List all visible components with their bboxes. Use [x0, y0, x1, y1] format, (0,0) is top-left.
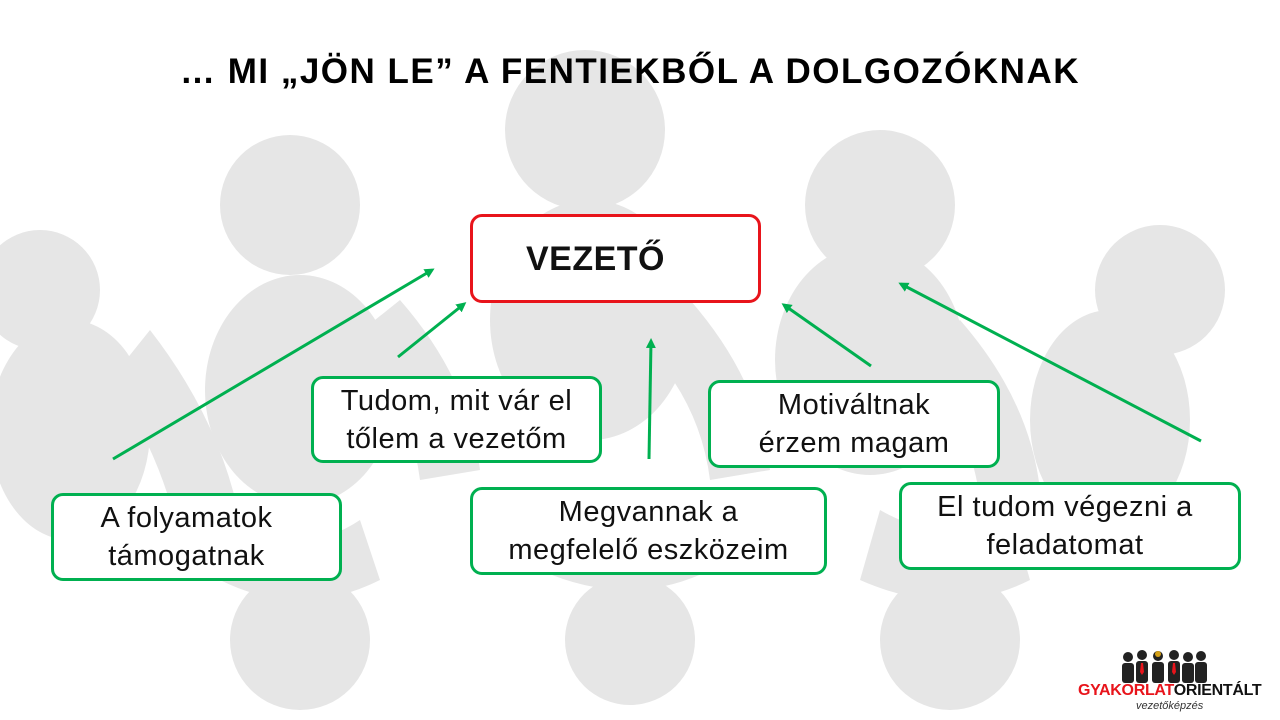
leader-box: VEZETŐ — [470, 214, 761, 303]
box-tools: Megvannak a megfelelő eszközeim — [470, 487, 827, 575]
box-processes-line2: támogatnak — [108, 540, 265, 572]
box-motivated-line1: Motiváltnak — [777, 389, 931, 421]
box-motivated-line2: érzem magam — [758, 427, 950, 459]
logo-brand-b: ORIENTÁLT — [1173, 682, 1262, 699]
people-group-icon — [1122, 650, 1207, 683]
box-tools-line1: Megvannak a — [558, 496, 739, 528]
arrow-processes — [112, 268, 435, 461]
arrow-motivated — [781, 303, 872, 368]
box-processes-line1: A folyamatok — [100, 502, 273, 534]
box-tools-line2: megfelelő eszközeim — [508, 534, 789, 566]
box-expectations: Tudom, mit vár el tőlem a vezetőm — [311, 376, 602, 463]
logo-subtitle: vezetőképzés — [1136, 700, 1204, 712]
box-processes: A folyamatok támogatnak — [51, 493, 342, 581]
leader-label: VEZETŐ — [525, 239, 666, 278]
brand-logo: GYAKORLATORIENTÁLT vezetőképzés — [1078, 648, 1262, 714]
box-expectations-line2: tőlem a vezetőm — [346, 422, 567, 455]
logo-wordmark: GYAKORLATORIENTÁLT — [1078, 682, 1262, 700]
box-capable: El tudom végezni a feladatomat — [899, 482, 1241, 570]
logo-brand-a: GYAKORLAT — [1078, 682, 1174, 699]
arrow-capable — [898, 282, 1202, 443]
arrow-expectations — [397, 302, 467, 359]
arrow-tools — [645, 338, 656, 460]
box-motivated: Motiváltnak érzem magam — [708, 380, 1000, 468]
box-capable-line1: El tudom végezni a — [937, 491, 1193, 523]
box-expectations-line1: Tudom, mit vár el — [340, 384, 573, 417]
box-capable-line2: feladatomat — [986, 529, 1144, 561]
page-title: … MI „JÖN LE” A FENTIEKBŐL A DOLGOZÓKNAK — [180, 52, 1080, 91]
